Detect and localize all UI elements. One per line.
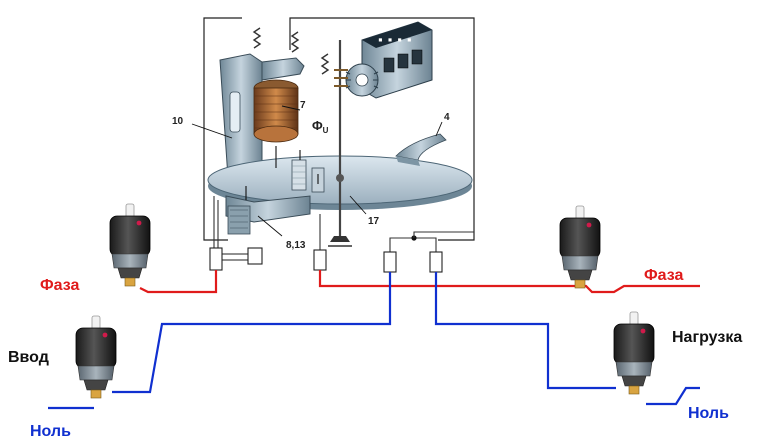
phase-label-right: Фаза xyxy=(644,267,683,284)
terminal-left xyxy=(209,247,223,271)
terminal-neutral-out xyxy=(429,251,443,273)
phase-label-left: Фаза xyxy=(40,277,79,294)
meter-mechanism: ▪ ▪ ▪ ▪ 10 7 4 ΦU 8,13 17 xyxy=(172,17,475,273)
label-4: 4 xyxy=(444,112,450,123)
input-label: Ввод xyxy=(8,349,49,366)
terminal-neutral-in xyxy=(383,251,397,273)
label-17: 17 xyxy=(368,216,380,227)
label-8-13: 8,13 xyxy=(286,240,306,251)
label-10: 10 xyxy=(172,116,184,127)
neutral-wires xyxy=(48,272,700,410)
counter-icon: ▪ ▪ ▪ ▪ xyxy=(334,21,433,99)
label-flux: ΦU xyxy=(312,118,329,135)
label-7: 7 xyxy=(300,100,306,111)
neutral-label-right: Ноль xyxy=(688,405,729,422)
load-label: Нагрузка xyxy=(672,329,742,346)
disk-icon xyxy=(207,40,473,247)
neutral-label-left: Ноль xyxy=(30,423,71,440)
fuse-plug-icon xyxy=(559,205,601,289)
svg-text:▪ ▪ ▪ ▪: ▪ ▪ ▪ ▪ xyxy=(378,35,412,44)
fuse-plug-icon xyxy=(613,311,655,395)
fuse-plug-icon xyxy=(75,315,117,399)
coil-icon xyxy=(253,79,299,143)
fuse-plug-icon xyxy=(109,203,151,287)
terminal-phase-out xyxy=(313,249,327,271)
phase-wires xyxy=(139,270,700,294)
